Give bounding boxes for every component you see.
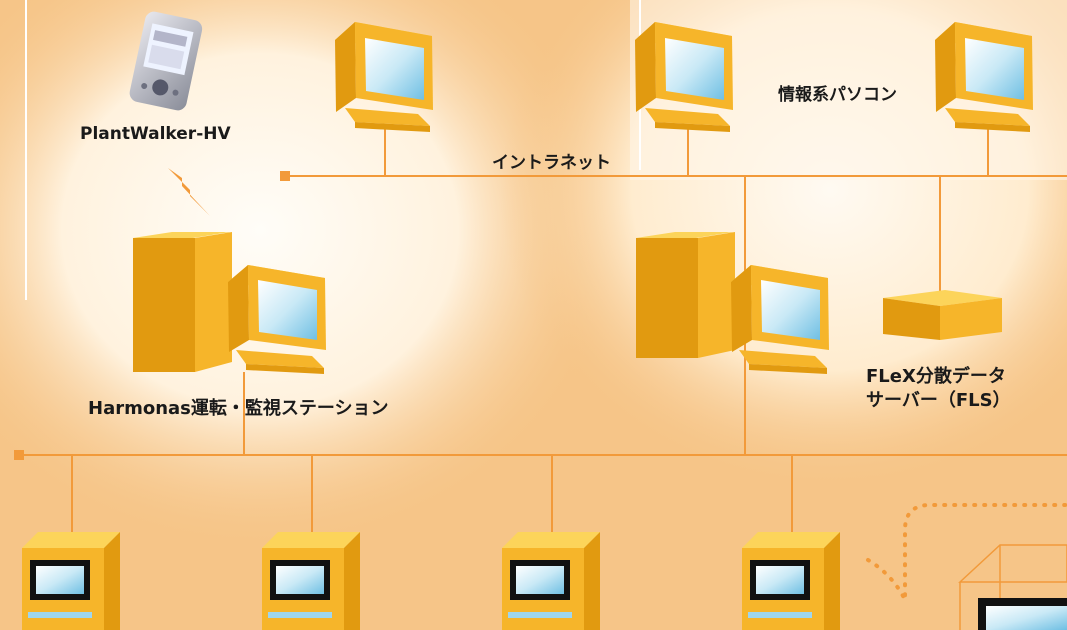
intranet-label: イントラネット [492,153,611,173]
info-pc-monitor-3 [935,22,1033,132]
harmonas-station-icon [133,232,326,374]
dotted-connection [866,503,1067,601]
controller-4-icon [742,532,840,630]
pda-label: PlantWalker-HV [80,124,231,144]
info-pc-label: 情報系パソコン [778,85,897,105]
controller-3-icon [502,532,600,630]
workstation-icon [636,232,829,374]
wireless-signal-icon [168,168,210,216]
fls-label: FLeX分散データ サーバー（FLS） [866,365,1046,414]
wireframe-cabinet-icon [958,544,1067,630]
fls-server-icon [883,290,1002,340]
intranet-terminator [280,171,290,181]
pda-device-icon [129,11,203,111]
control-bus-terminator [14,450,24,460]
fls-label-line2: サーバー（FLS） [866,390,1011,412]
fls-label-line1: FLeX分散データ [866,366,1006,387]
network-lines [14,126,1067,532]
controller-1-icon [22,532,120,630]
info-pc-monitor-2 [635,22,733,132]
harmonas-label: Harmonas運転・監視ステーション [88,398,389,419]
info-pc-monitor-1 [335,22,433,132]
controller-2-icon [262,532,360,630]
